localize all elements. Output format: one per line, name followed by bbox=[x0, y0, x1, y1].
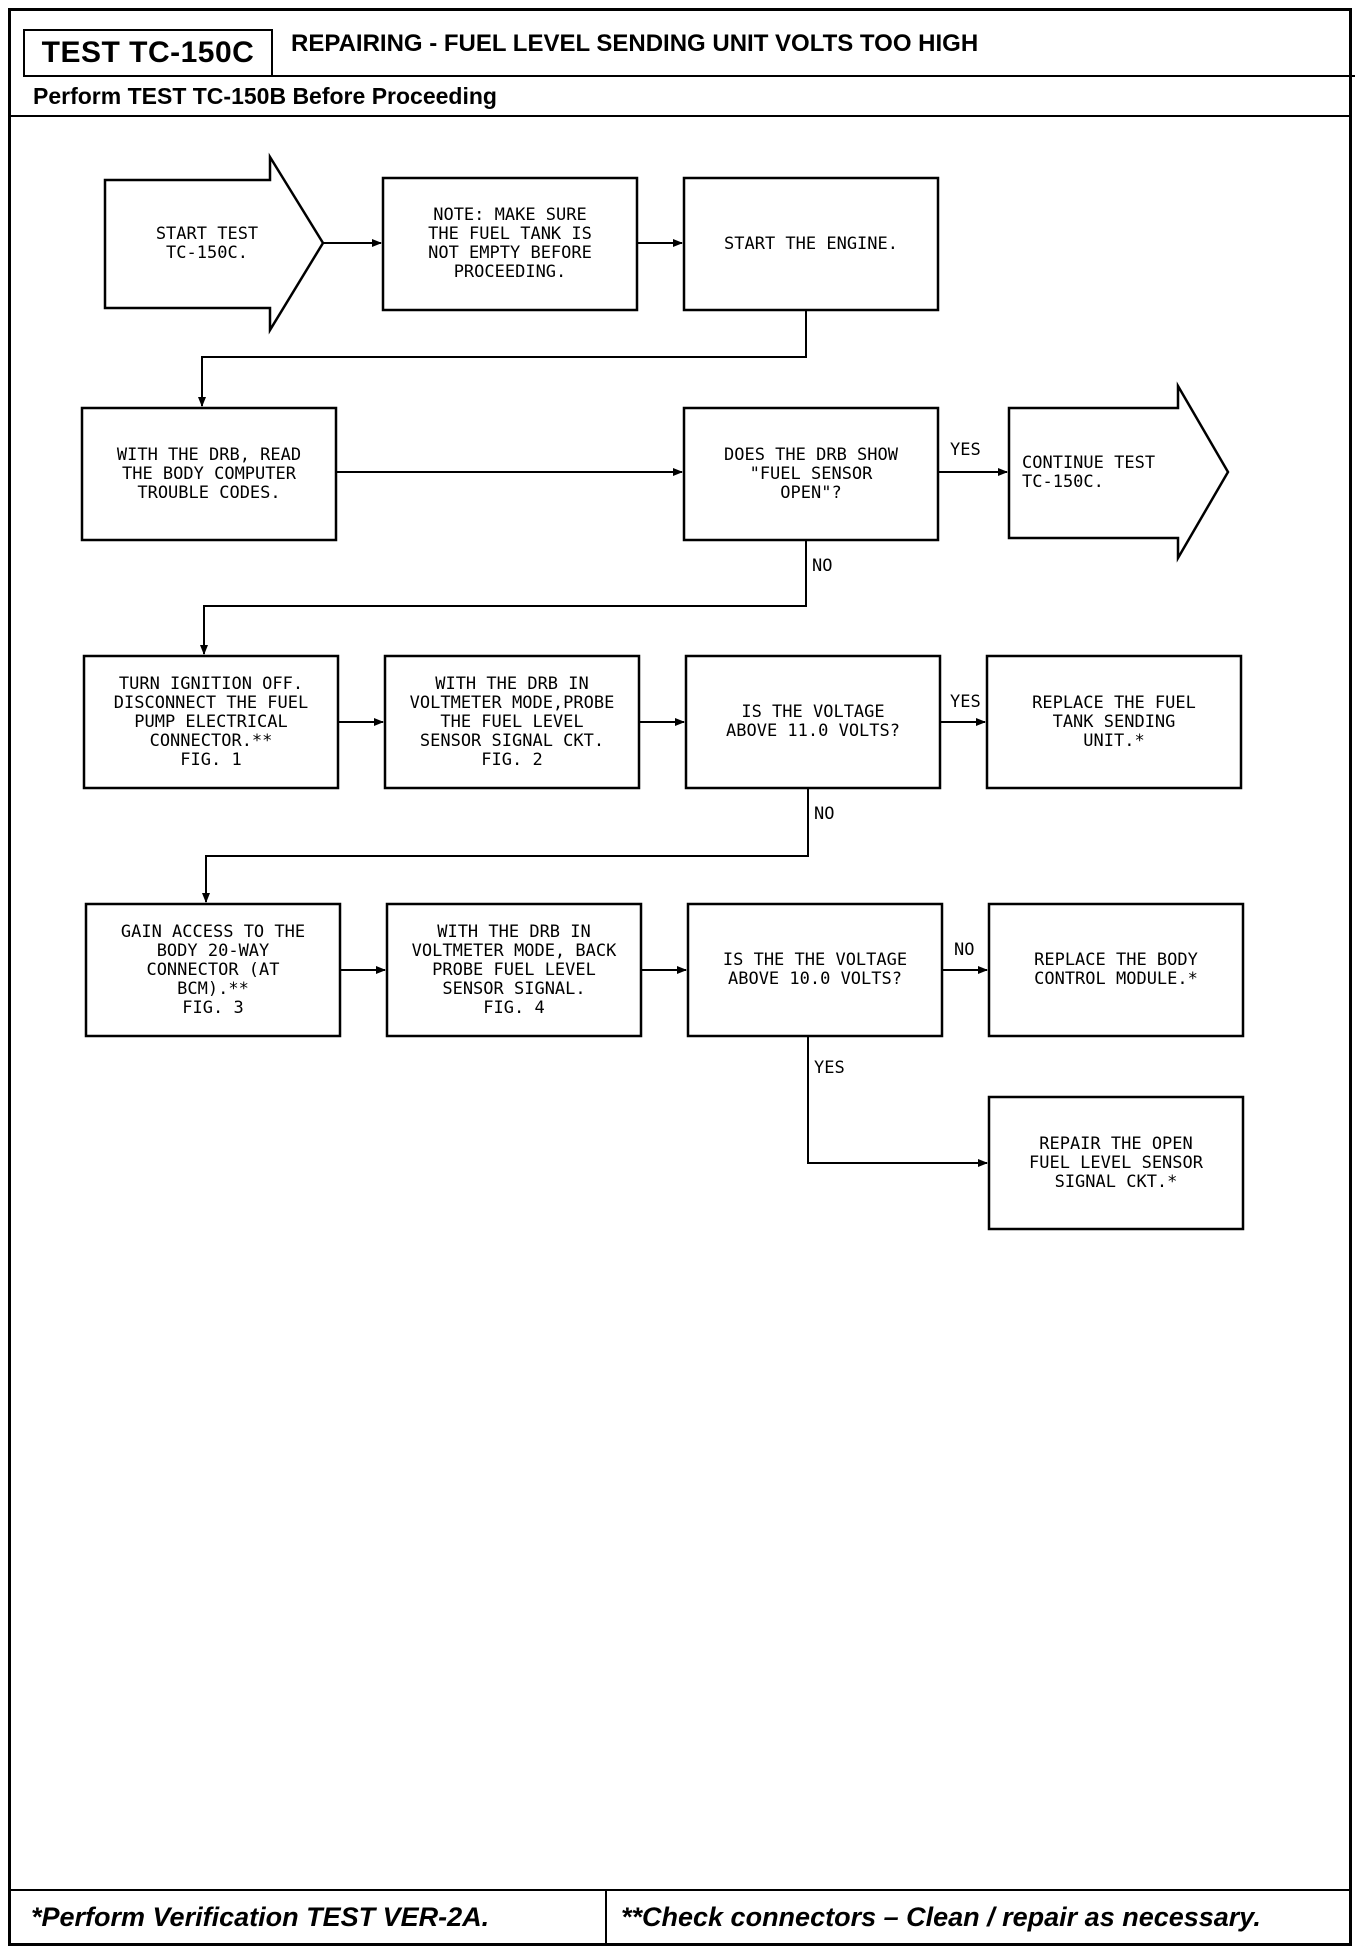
above-11-question: IS THE VOLTAGE ABOVE 11.0 VOLTS? bbox=[726, 702, 900, 741]
back-probe-box bbox=[385, 902, 643, 1038]
repair-open-text: REPAIR THE OPEN FUEL LEVEL SENSOR SIGNAL… bbox=[1029, 1133, 1203, 1192]
prerequisite-note: Perform TEST TC-150B Before Proceeding bbox=[33, 82, 497, 109]
start-arrow-shape bbox=[103, 152, 325, 335]
note-text: NOTE: MAKE SURE THE FUEL TANK IS NOT EMP… bbox=[428, 205, 592, 282]
replace-sending-unit-box bbox=[985, 654, 1243, 790]
continue-test-text: CONTINUE TEST TC-150C. bbox=[1022, 453, 1156, 492]
ignition-off-text: TURN IGNITION OFF. DISCONNECT THE FUEL P… bbox=[113, 673, 309, 770]
access-connector-box bbox=[84, 902, 342, 1038]
start-engine-box bbox=[682, 176, 940, 312]
start-engine-text: START THE ENGINE. bbox=[724, 233, 898, 254]
edge-engine-to-read bbox=[198, 310, 807, 407]
yes-label-sensor-open: YES bbox=[950, 440, 981, 460]
no-label-above-10: NO bbox=[954, 940, 975, 960]
read-codes-box bbox=[80, 406, 338, 542]
edge-no-to-ignition bbox=[200, 540, 807, 655]
no-label-above-11: NO bbox=[814, 804, 835, 824]
repair-open-box bbox=[987, 1095, 1245, 1231]
replace-bcm-text: REPLACE THE BODY CONTROL MODULE.* bbox=[1034, 950, 1198, 989]
probe-signal-text: WITH THE DRB IN VOLTMETER MODE,PROBE THE… bbox=[409, 673, 615, 770]
footnote-double-star: **Check connectors – Clean / repair as n… bbox=[621, 1901, 1261, 1932]
test-id-box: TEST TC-150C bbox=[23, 29, 273, 77]
back-probe-text: WITH THE DRB IN VOLTMETER MODE, BACK PRO… bbox=[411, 921, 617, 1018]
probe-signal-box bbox=[383, 654, 641, 790]
above-10-question: IS THE THE VOLTAGE ABOVE 10.0 VOLTS? bbox=[722, 950, 908, 989]
no-label-sensor-open: NO bbox=[812, 556, 833, 576]
above-11-decision-box bbox=[684, 654, 942, 790]
yes-label-above-10: YES bbox=[814, 1058, 845, 1078]
procedure-title: REPAIRING - FUEL LEVEL SENDING UNIT VOLT… bbox=[291, 30, 979, 57]
access-connector-text: GAIN ACCESS TO THE BODY 20-WAY CONNECTOR… bbox=[120, 921, 306, 1018]
header-divider bbox=[273, 75, 1355, 77]
header-divider-bottom bbox=[11, 115, 1349, 117]
replace-sending-unit-text: REPLACE THE FUEL TANK SENDING UNIT.* bbox=[1032, 692, 1196, 751]
ignition-off-box bbox=[82, 654, 340, 790]
edge-yes-to-repair bbox=[807, 1036, 988, 1167]
sensor-open-question: DOES THE DRB SHOW "FUEL SENSOR OPEN"? bbox=[724, 444, 898, 503]
read-codes-text: WITH THE DRB, READ THE BODY COMPUTER TRO… bbox=[116, 444, 302, 503]
footer-column-divider bbox=[605, 1889, 607, 1943]
footnote-single-star: *Perform Verification TEST VER-2A. bbox=[31, 1901, 490, 1932]
continue-arrow-shape bbox=[1007, 381, 1230, 563]
edge-no-to-access bbox=[202, 788, 809, 903]
test-id: TEST TC-150C bbox=[41, 36, 255, 69]
footer-divider bbox=[11, 1889, 1349, 1891]
replace-bcm-box bbox=[987, 902, 1245, 1038]
sensor-open-decision-box bbox=[682, 406, 940, 542]
note-box bbox=[381, 176, 639, 312]
above-10-decision-box bbox=[686, 902, 944, 1038]
start-test-text: START TEST TC-150C. bbox=[155, 224, 259, 263]
yes-label-above-11: YES bbox=[950, 692, 981, 712]
